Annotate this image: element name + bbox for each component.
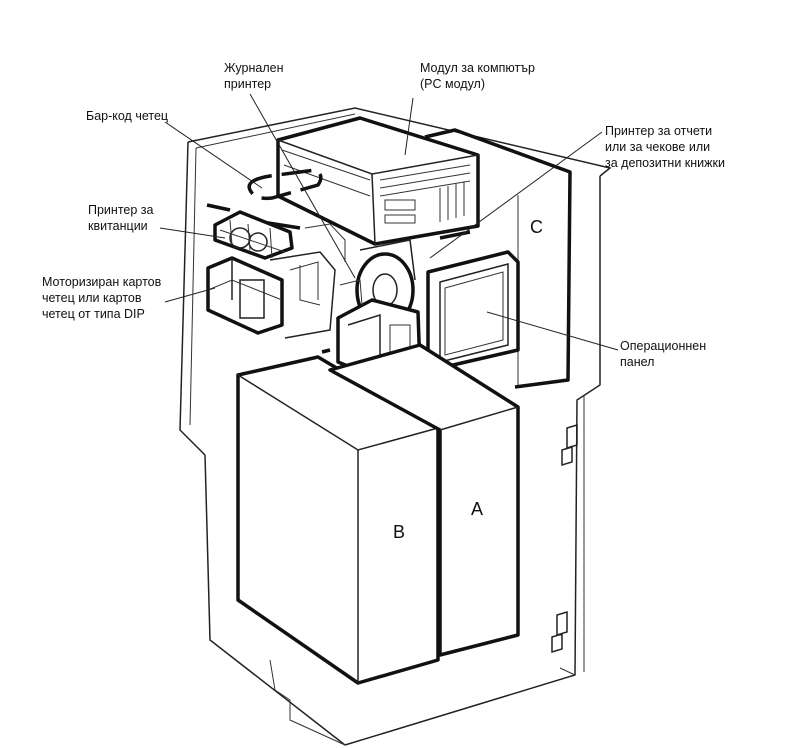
leader-receipt-printer bbox=[159, 227, 226, 239]
label-line: квитанции bbox=[88, 219, 148, 233]
label-line: панел bbox=[620, 355, 654, 369]
leader-lines bbox=[159, 93, 619, 351]
label-line: Принтер за bbox=[88, 203, 154, 217]
label-line: (PC модул) bbox=[420, 77, 485, 91]
leader-operation-panel bbox=[486, 311, 619, 351]
label-line: за депозитни книжки bbox=[605, 156, 725, 170]
leader-report-printer bbox=[429, 131, 603, 259]
label-line: Принтер за отчети bbox=[605, 124, 712, 138]
operation-panel bbox=[426, 250, 520, 370]
component-labels: Журнален принтер Модул за компютър (PC мод… bbox=[42, 61, 725, 369]
label-operation-panel: Операционнен панел bbox=[620, 339, 706, 369]
label-journal-printer: Журнален принтер bbox=[224, 61, 284, 91]
label-line: или за чекове или bbox=[605, 140, 710, 154]
section-letters: C B A bbox=[393, 217, 543, 542]
receipt-printer-mechanism bbox=[213, 210, 294, 260]
label-report-printer: Принтер за отчети или за чекове или за деп… bbox=[605, 124, 725, 170]
label-line: четец или картов bbox=[42, 291, 142, 305]
label-card-reader: Моторизиран картов четец или картов четец … bbox=[42, 275, 162, 321]
label-pc-module: Модул за компютър (PC модул) bbox=[420, 61, 535, 91]
module-b bbox=[236, 355, 440, 685]
leader-pc-module bbox=[404, 97, 414, 156]
label-line: четец от типа DIP bbox=[42, 307, 145, 321]
section-c-letter: C bbox=[530, 217, 543, 237]
label-receipt-printer: Принтер за квитанции bbox=[88, 203, 154, 233]
label-line: Моторизиран картов bbox=[42, 275, 162, 289]
section-a-letter: A bbox=[471, 499, 483, 519]
section-b-letter: B bbox=[393, 522, 405, 542]
card-reader-mechanism bbox=[206, 223, 346, 339]
leader-barcode-reader bbox=[164, 121, 263, 189]
label-barcode-reader: Бар-код четец bbox=[86, 109, 168, 123]
module-a bbox=[328, 343, 520, 657]
label-line: Журнален bbox=[224, 61, 284, 75]
pc-module bbox=[276, 116, 480, 246]
label-line: Операционнен bbox=[620, 339, 706, 353]
barcode-reader bbox=[247, 168, 323, 201]
leader-card-reader bbox=[164, 287, 216, 303]
leader-journal-printer bbox=[249, 93, 356, 279]
label-line: Бар-код четец bbox=[86, 109, 168, 123]
label-line: принтер bbox=[224, 77, 271, 91]
label-line: Модул за компютър bbox=[420, 61, 535, 75]
journal-printer-mechanism bbox=[321, 239, 422, 382]
cabinet-outline bbox=[179, 107, 612, 746]
